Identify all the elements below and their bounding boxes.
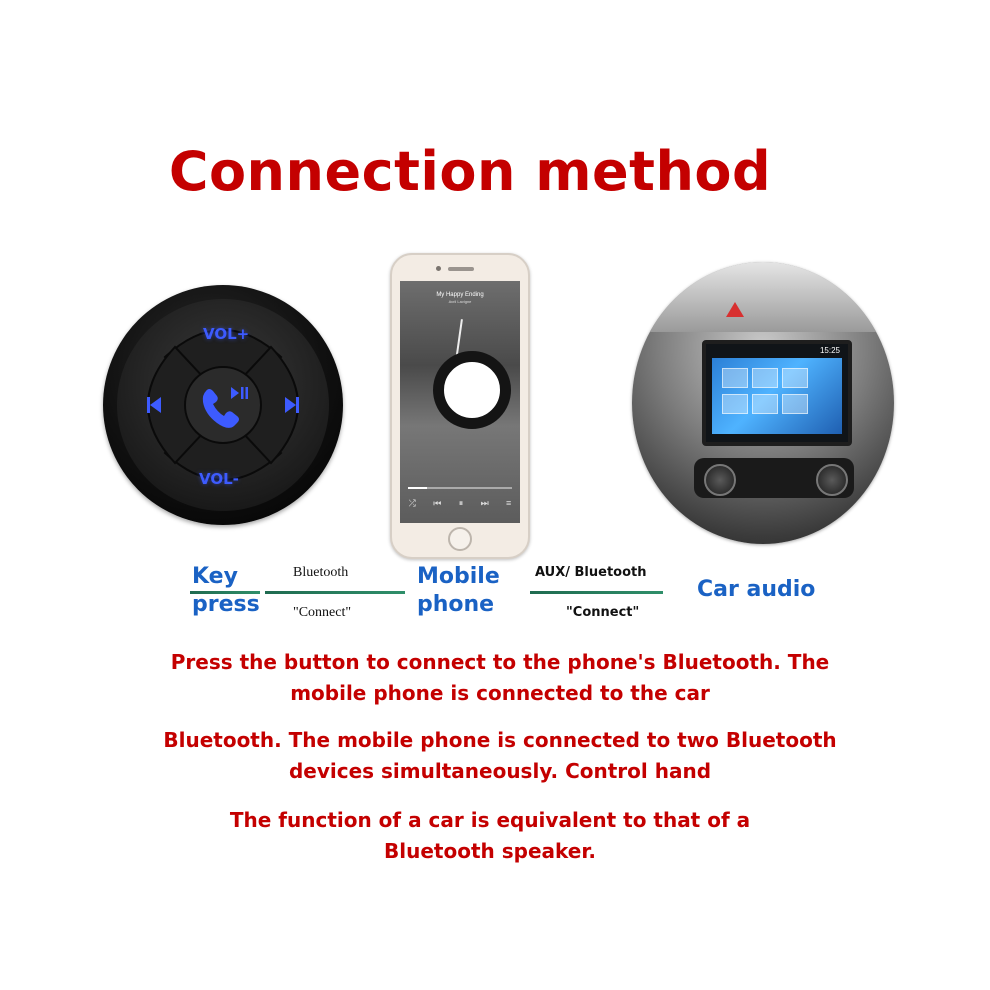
car-control-panel	[694, 458, 854, 498]
next-icon	[285, 397, 299, 413]
prev-icon: ⏮	[433, 498, 442, 508]
phone-call-icon	[202, 389, 239, 428]
center-button	[184, 366, 262, 444]
hazard-icon	[726, 302, 744, 317]
phone-playback-controls: ⤮ ⏮ ⏸ ⏭ ≡	[400, 498, 520, 509]
car-knob-left	[704, 464, 736, 496]
key-press-label: Key press	[192, 564, 260, 617]
vol-up-label: VOL+	[203, 325, 250, 343]
vol-down-label: VOL-	[199, 470, 239, 488]
pause-icon: ⏸	[458, 498, 464, 508]
description-paragraph-2: Bluetooth. The mobile phone is connected…	[60, 725, 940, 787]
link1-top-label: Bluetooth	[293, 565, 349, 580]
mobile-phone-label: Mobile phone	[417, 564, 500, 617]
bluetooth-remote-image: VOL+ VOL-	[103, 285, 343, 525]
link2-bottom-label: "Connect"	[566, 605, 640, 620]
play-pause-icon	[231, 387, 239, 399]
car-knob-right	[816, 464, 848, 496]
description-1-line-2: mobile phone is connected to the car	[290, 681, 710, 705]
mobile-phone-image: My Happy Ending Avril Lavigne ⤮ ⏮ ⏸ ⏭ ≡	[390, 253, 530, 559]
link1-line	[265, 591, 405, 594]
link2-top-label: AUX/ Bluetooth	[535, 565, 647, 580]
description-paragraph-3: The function of a car is equivalent to t…	[60, 805, 920, 867]
phone-album-ring	[433, 351, 511, 429]
link2-line	[530, 591, 663, 594]
phone-song-artist: Avril Lavigne	[448, 299, 472, 304]
description-3-line-1: The function of a car is equivalent to t…	[229, 808, 751, 832]
previous-icon	[147, 397, 161, 413]
key-press-underline	[190, 591, 260, 594]
phone-camera	[436, 266, 441, 271]
description-paragraph-1: Press the button to connect to the phone…	[60, 647, 940, 709]
car-clock: 15:25	[819, 346, 840, 355]
car-audio-image: 15:25	[632, 262, 894, 544]
car-audio-label: Car audio	[697, 577, 816, 602]
phone-screen: My Happy Ending Avril Lavigne ⤮ ⏮ ⏸ ⏭ ≡	[400, 281, 520, 523]
next-icon: ⏭	[480, 498, 489, 508]
car-menu-tiles	[722, 368, 808, 414]
shuffle-icon: ⤮	[408, 498, 416, 508]
phone-progress-bar	[408, 487, 512, 489]
car-dashboard-top	[632, 262, 894, 332]
list-icon: ≡	[506, 498, 512, 508]
phone-home-button	[448, 527, 472, 551]
car-screen-display	[712, 358, 842, 434]
phone-speaker	[448, 267, 474, 271]
link1-bottom-label: "Connect"	[293, 605, 352, 620]
description-2-line-2: devices simultaneously. Control hand	[288, 759, 712, 783]
car-head-unit-screen: 15:25	[702, 340, 852, 446]
remote-buttons-graphic	[147, 329, 299, 481]
page-title: Connection method	[168, 140, 772, 203]
phone-song-title: My Happy Ending	[436, 292, 484, 298]
description-3-line-2: Bluetooth speaker.	[384, 839, 596, 863]
description-2-line-1: Bluetooth. The mobile phone is connected…	[163, 728, 837, 752]
description-1-line-1: Press the button to connect to the phone…	[170, 650, 830, 674]
